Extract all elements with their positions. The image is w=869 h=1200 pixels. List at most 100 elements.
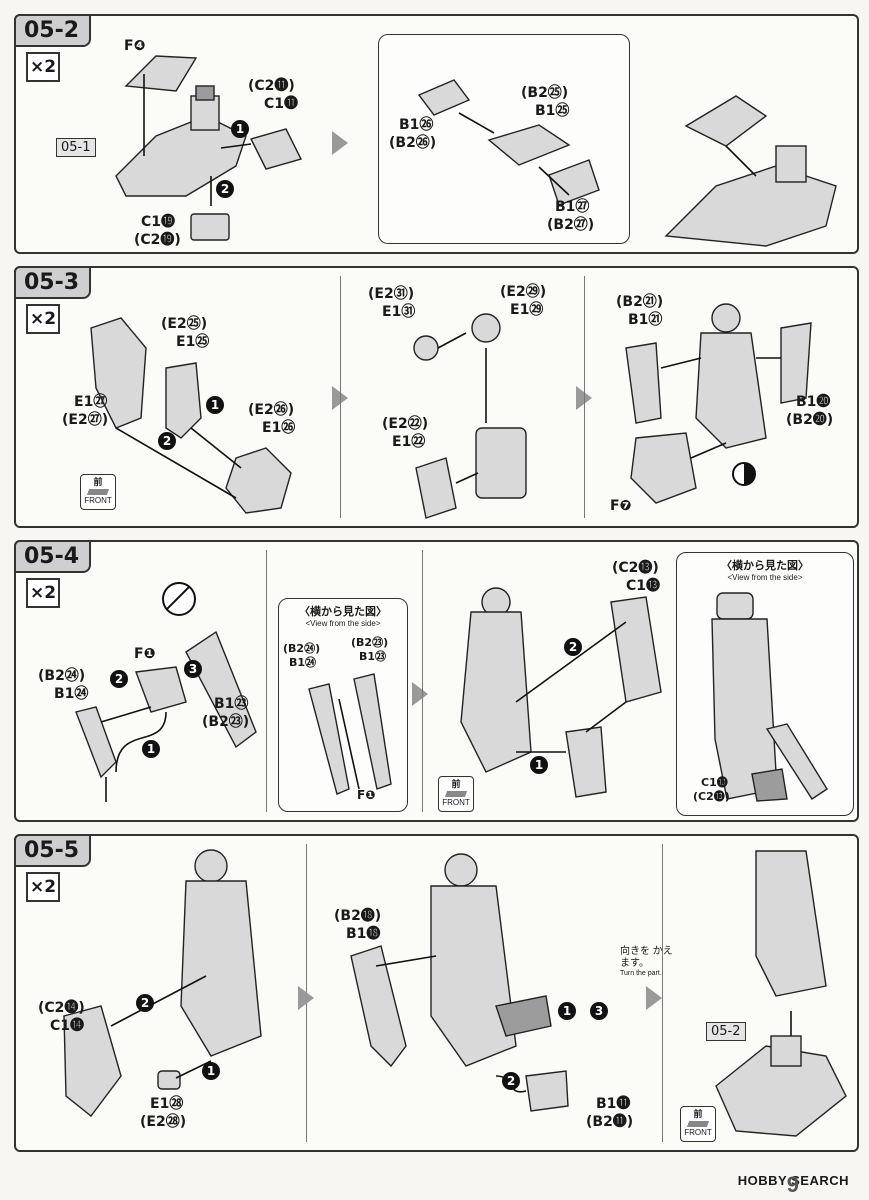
label-b1-23: B1㉓ <box>214 696 249 712</box>
label-c1-14: C1⓮ <box>50 1018 85 1034</box>
leg-with-armor-part <box>63 849 262 1117</box>
label-e2-25: (E2㉕) <box>161 316 208 332</box>
quantity-badge: ×2 <box>26 304 60 334</box>
label-b2-20: (B2⓴) <box>786 412 834 428</box>
hobby-search-logo: HOBBY SEARCH <box>737 1173 849 1188</box>
label-b1-25: B1㉕ <box>535 103 570 119</box>
step-marker-2: 2 <box>502 1072 520 1090</box>
label-c1-11: C1⓫ <box>264 96 299 112</box>
knee-armor-fins-part <box>75 630 257 802</box>
step-marker-1: 1 <box>142 740 160 758</box>
reference-tag: 05-1 <box>56 138 96 157</box>
leader-lines-05-2 <box>143 74 252 206</box>
panel-divider <box>340 276 341 518</box>
panel-divider <box>662 844 663 1142</box>
lower-part-c19 <box>190 213 230 241</box>
label-b1-26: B1㉖ <box>399 117 434 133</box>
turn-part-note: 向きを かえます。Turn the part. <box>620 946 673 977</box>
assembled-hip-armor-part <box>664 95 837 247</box>
label-side-b1-23: B1㉓ <box>359 650 387 663</box>
label-e2-29: (E2㉙) <box>500 284 547 300</box>
label-c1-19: C1⓳ <box>141 214 176 230</box>
label-b1-20: B1⓴ <box>796 394 831 410</box>
step-marker-2: 2 <box>564 638 582 656</box>
label-e2-22: (E2㉒) <box>382 416 429 432</box>
quantity-badge: ×2 <box>26 52 60 82</box>
label-e2-28: (E2㉘) <box>140 1114 187 1130</box>
label-e1-27: E1㉗ <box>74 394 108 410</box>
step-marker-1: 1 <box>202 1062 220 1080</box>
label-e1-29: E1㉙ <box>510 302 544 318</box>
step-marker-1: 1 <box>558 1002 576 1020</box>
lower-leg-assembly-part <box>460 587 662 798</box>
label-b1-11: B1⓫ <box>596 1096 631 1112</box>
label-b1-21: B1㉑ <box>628 312 663 328</box>
label-side-f1: F❶ <box>357 788 376 802</box>
label-e2-27: (E2㉗) <box>62 412 109 428</box>
label-b2-18: (B2⓲) <box>334 908 382 924</box>
label-b2-24: (B2㉔) <box>38 668 86 684</box>
side-view-leg-part <box>711 592 828 802</box>
next-arrow-icon <box>412 682 428 706</box>
side-view-title: 〈横から見た図〉<View from the side> <box>299 606 387 628</box>
label-c2-11: (C2⓫) <box>248 78 295 94</box>
upper-leg-assembly-part <box>625 303 812 504</box>
half-circle-mark-icon <box>732 462 756 486</box>
panel-divider <box>584 276 585 518</box>
label-b2-27: (B2㉗) <box>547 217 595 233</box>
step-marker-1: 1 <box>530 756 548 774</box>
label-side-b2-23: (B2㉓) <box>351 636 389 649</box>
step-marker-3: 3 <box>590 1002 608 1020</box>
label-b2-11: (B2⓫) <box>586 1114 634 1130</box>
quantity-badge: ×2 <box>26 578 60 608</box>
side-view-box: 〈横から見た図〉<View from the side> C1⓭ (C2⓭) <box>676 552 854 816</box>
label-b2-25: (B2㉕) <box>521 85 569 101</box>
hip-armor-base-part <box>115 85 247 197</box>
label-side-b2-24: (B2㉔) <box>283 642 321 655</box>
step-05-4: 05-4 ×2 F❶ (B2㉔) B1㉔ B1㉓ (B2㉓) 1 2 3 〈横か… <box>14 540 859 822</box>
label-c1-13: C1⓭ <box>626 578 661 594</box>
side-view-title: 〈横から見た図〉<View from the side> <box>721 560 809 582</box>
label-b2-21: (B2㉑) <box>616 294 664 310</box>
label-f7: F❼ <box>610 498 632 514</box>
step-marker-2: 2 <box>216 180 234 198</box>
reference-tag: 05-2 <box>706 1022 746 1041</box>
leg-back-armor-part <box>350 853 569 1112</box>
step-marker-2: 2 <box>110 670 128 688</box>
step-05-5: 05-5 ×2 (C2⓮) C1⓮ E1㉘ (E2㉘) 1 2 (B2⓲) B1… <box>14 834 859 1152</box>
next-arrow-icon <box>646 986 662 1010</box>
step-05-3: 05-3 ×2 (E2㉕) E1㉕ E1㉗ (E2㉗) (E2㉖) E1㉖ 1 … <box>14 266 859 528</box>
panel-divider <box>266 550 267 812</box>
label-b1-27: B1㉗ <box>555 199 590 215</box>
step-marker-3: 3 <box>184 660 202 678</box>
cut-gate-prohibit-icon <box>162 582 196 616</box>
label-c2-19: (C2⓳) <box>134 232 181 248</box>
sub-assembly-box: (B2㉕) B1㉕ B1㉖ (B2㉖) B1㉗ (B2㉗) <box>378 34 630 244</box>
label-c2-14: (C2⓮) <box>38 1000 85 1016</box>
label-side-b1-24: B1㉔ <box>289 656 317 669</box>
step-05-2: 05-2 ×2 05-1 F❹ (C2⓫) C1⓫ C1⓳ (C2⓳) 1 2 … <box>14 14 859 254</box>
fin-assembly-part <box>417 79 600 206</box>
next-arrow-icon <box>298 986 314 1010</box>
side-view-box: 〈横から見た図〉<View from the side> (B2㉔) B1㉔ (… <box>278 598 408 812</box>
step-marker-1: 1 <box>206 396 224 414</box>
label-e1-22: E1㉒ <box>392 434 426 450</box>
label-side2-c1-13: C1⓭ <box>701 776 728 789</box>
label-e1-26: E1㉖ <box>262 420 296 436</box>
label-e1-31: E1㉛ <box>382 304 416 320</box>
label-b2-26: (B2㉖) <box>389 135 437 151</box>
label-e2-31: (E2㉛) <box>368 286 415 302</box>
step-marker-1: 1 <box>231 120 249 138</box>
step-number: 05-2 <box>14 14 92 47</box>
step-number: 05-5 <box>14 834 92 867</box>
label-f4: F❹ <box>124 38 146 54</box>
step-number: 05-3 <box>14 266 92 299</box>
label-f1: F❶ <box>134 646 156 662</box>
label-e2-26: (E2㉖) <box>248 402 295 418</box>
side-part-c11 <box>249 128 303 170</box>
label-b1-18: B1⓲ <box>346 926 381 942</box>
page-number: 9 <box>786 1172 799 1197</box>
label-c2-13: (C2⓭) <box>612 560 659 576</box>
